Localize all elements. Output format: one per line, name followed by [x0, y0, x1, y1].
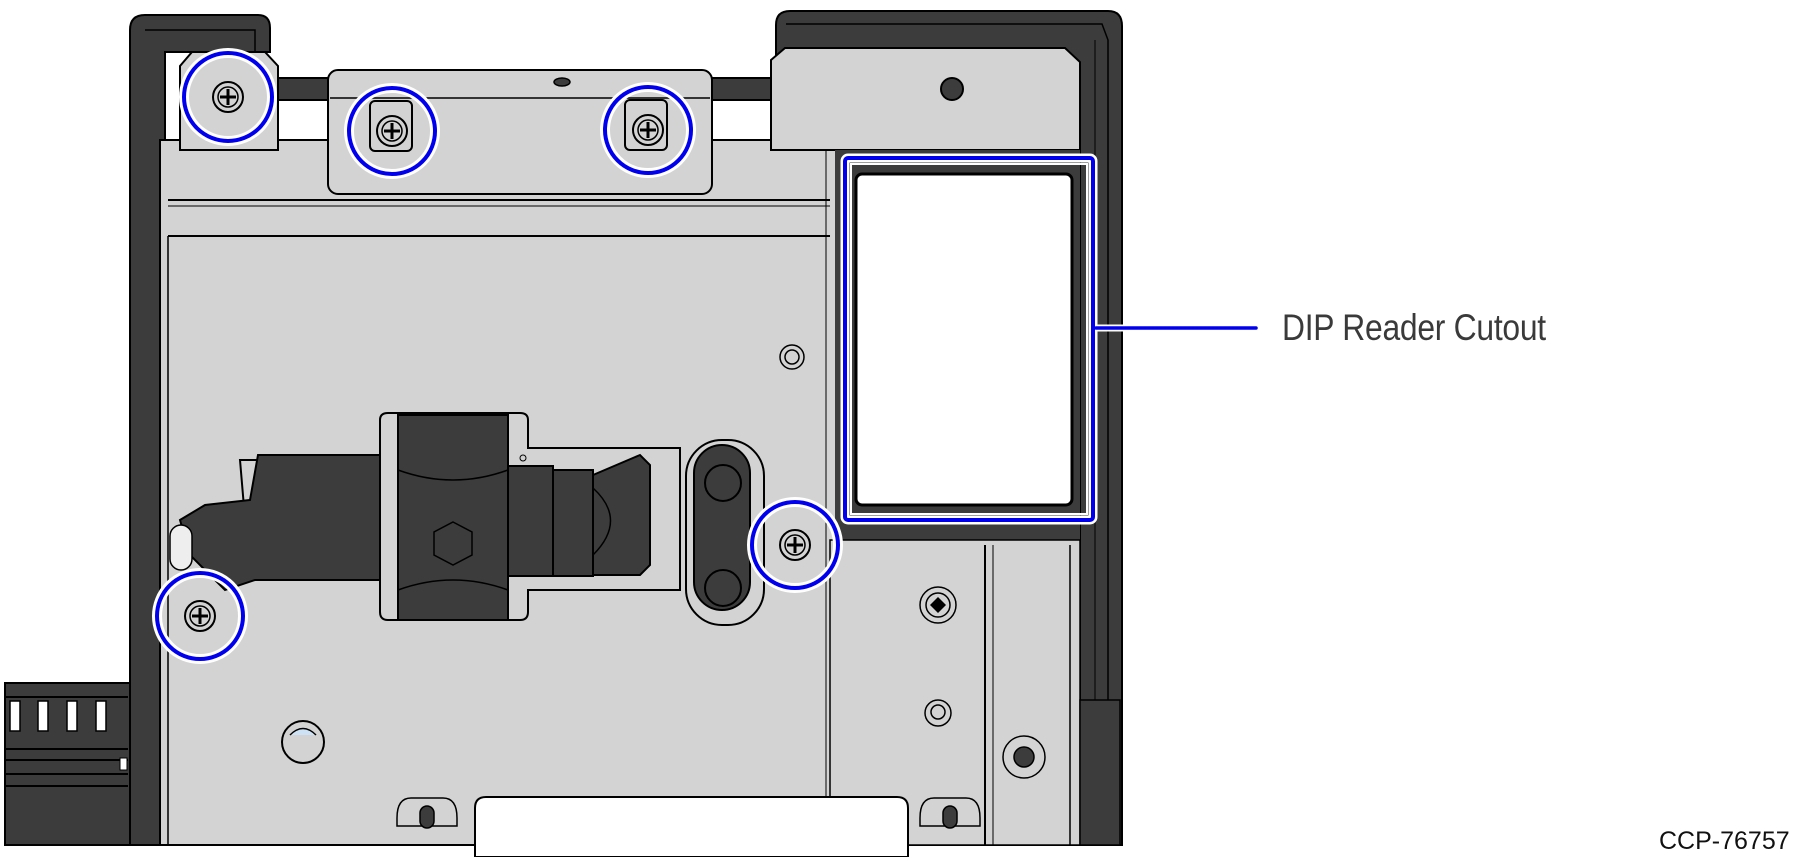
dip-cutout-highlight: [840, 153, 1098, 525]
plate-fasteners: [281, 344, 1046, 857]
reader-mechanism: [169, 412, 765, 626]
center-right-screw-icon: [779, 529, 811, 561]
top-left-screw-icon: [212, 81, 244, 113]
bracket-left-screw-callout-circle: [347, 86, 437, 176]
lower-left-screw-callout-circle: [155, 571, 245, 661]
figure-id: CCP-76757: [1659, 827, 1790, 855]
callout-label-dip-reader-cutout: DIP Reader Cutout: [1282, 307, 1546, 348]
alignment-hole-icon: [940, 77, 964, 101]
left-connector: [4, 682, 131, 846]
center-right-screw-callout-circle: [750, 500, 840, 590]
screw-callouts: [152, 48, 843, 664]
top-right-plate: [770, 47, 1081, 151]
dip-cutout-area: [835, 150, 1080, 540]
lower-left-screw-icon: [184, 600, 216, 632]
lower-right-plate: [829, 539, 1121, 846]
bracket-right-screw-callout-circle: [603, 85, 693, 175]
bracket-left-screw-icon: [376, 115, 408, 147]
bracket-right-screw-icon: [632, 114, 664, 146]
top-left-screw-callout-circle: [182, 51, 274, 143]
screw-heads: [184, 81, 811, 632]
